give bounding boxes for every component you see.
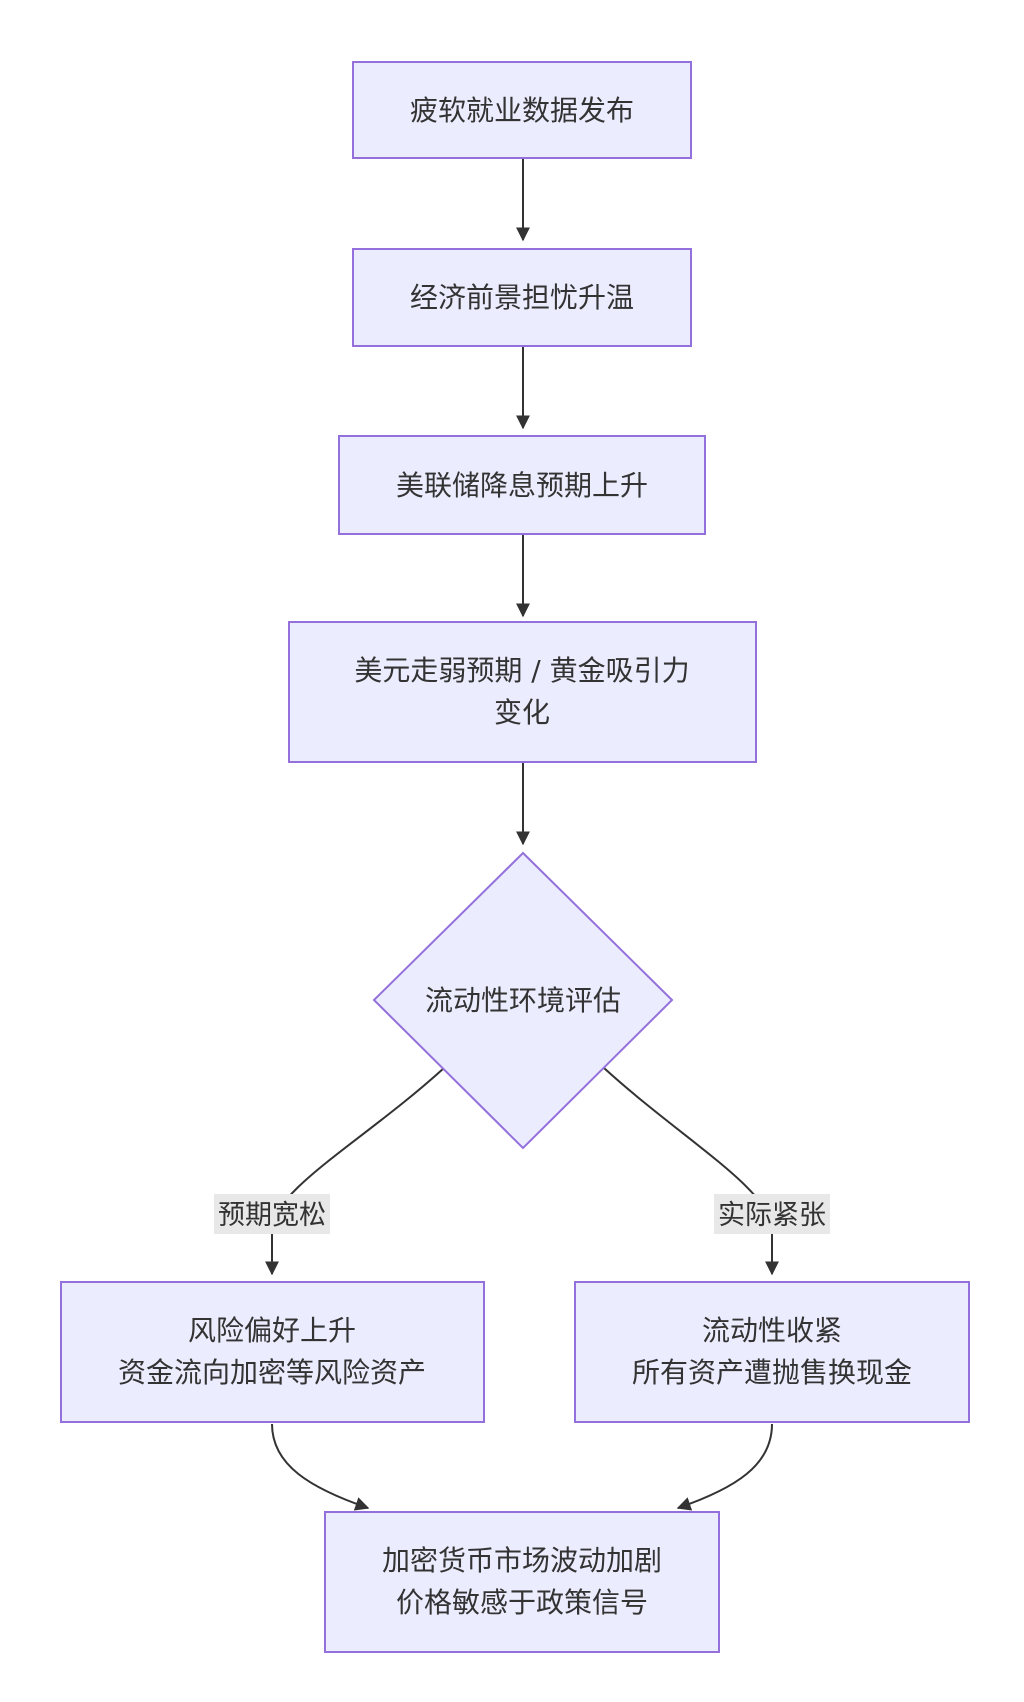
node-fed-cut: 美联储降息预期上升 xyxy=(338,435,706,535)
node-tightening-line2: 所有资产遭抛售换现金 xyxy=(632,1356,912,1389)
node-crypto-volatility-line2: 价格敏感于政策信号 xyxy=(396,1586,648,1619)
edge-liquidity-to-tightening xyxy=(603,1067,779,1276)
edge-risk-on-to-crypto xyxy=(271,1423,370,1511)
node-risk-on: 风险偏好上升 资金流向加密等风险资产 xyxy=(60,1281,485,1423)
edge-label-expected-easing: 预期宽松 xyxy=(214,1194,330,1234)
node-tightening: 流动性收紧 所有资产遭抛售换现金 xyxy=(574,1281,970,1423)
node-risk-on-line2: 资金流向加密等风险资产 xyxy=(118,1356,426,1389)
node-usd-gold-line2: 变化 xyxy=(494,696,550,729)
edge-label-actual-tightening: 实际紧张 xyxy=(714,1194,830,1234)
node-weak-jobs: 疲软就业数据发布 xyxy=(352,61,692,159)
node-liquidity-eval: 流动性环境评估 xyxy=(372,851,674,1150)
node-weak-jobs-text: 疲软就业数据发布 xyxy=(410,94,634,127)
node-tightening-line1: 流动性收紧 xyxy=(702,1314,842,1347)
node-econ-worry-text: 经济前景担忧升温 xyxy=(410,281,634,314)
edge-tightening-to-crypto xyxy=(676,1423,773,1511)
node-usd-gold: 美元走弱预期 / 黄金吸引力 变化 xyxy=(288,621,757,763)
node-risk-on-line1: 风险偏好上升 xyxy=(188,1314,356,1347)
edge-label-expected-easing-text: 预期宽松 xyxy=(218,1200,326,1231)
edge-liquidity-to-risk-on xyxy=(265,1067,445,1276)
node-crypto-volatility: 加密货币市场波动加剧 价格敏感于政策信号 xyxy=(324,1511,720,1653)
node-fed-cut-text: 美联储降息预期上升 xyxy=(396,469,648,502)
node-liquidity-eval-text: 流动性环境评估 xyxy=(425,984,621,1017)
node-crypto-volatility-line1: 加密货币市场波动加剧 xyxy=(382,1544,662,1577)
edge-label-actual-tightening-text: 实际紧张 xyxy=(718,1200,826,1231)
node-usd-gold-line1: 美元走弱预期 / 黄金吸引力 xyxy=(354,654,689,687)
node-econ-worry: 经济前景担忧升温 xyxy=(352,248,692,347)
